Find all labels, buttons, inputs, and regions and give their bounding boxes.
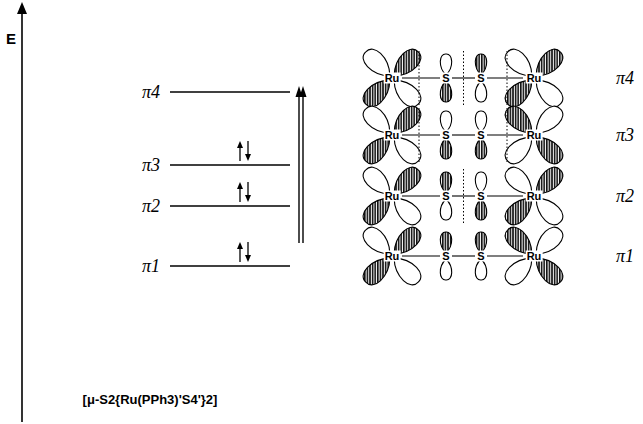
atom-label: S <box>476 191 485 202</box>
bond-line <box>487 134 523 135</box>
bond-line <box>402 255 440 256</box>
atom-label: Ru <box>384 251 401 262</box>
atom-label: S <box>441 191 450 202</box>
orbital-drawings <box>363 49 563 285</box>
orbital-lobe <box>440 259 451 280</box>
orbital-lobe <box>536 80 563 107</box>
orbital-lobe <box>475 138 486 159</box>
electron-arrows <box>237 141 251 262</box>
energy-levels <box>170 92 290 266</box>
level-label: π4 <box>142 83 160 101</box>
level-label: π1 <box>142 257 160 275</box>
orbital-label: π3 <box>616 126 634 144</box>
orbital-lobe <box>536 137 563 164</box>
orbital-lobe <box>505 198 532 225</box>
nodal-plane <box>463 169 464 223</box>
orbital-lobe <box>394 198 421 225</box>
orbital-lobe <box>363 258 390 285</box>
atom-label: S <box>476 130 485 141</box>
bond-line <box>402 134 440 135</box>
bond-line <box>452 255 475 256</box>
orbital-label: π4 <box>616 69 634 87</box>
spin-down-head <box>245 154 251 161</box>
orbital-lobe <box>505 80 532 107</box>
orbital-lobe <box>475 81 486 102</box>
atom-label: Ru <box>526 130 543 141</box>
orbital-label: π1 <box>616 247 634 265</box>
nodal-plane <box>507 108 508 162</box>
bond-line <box>487 77 523 78</box>
orbital-lobe <box>440 81 451 102</box>
bond-line <box>487 195 523 196</box>
orbital-lobe <box>536 258 563 285</box>
orbital-lobe <box>394 80 421 107</box>
orbital-lobe <box>363 80 390 107</box>
atom-label: Ru <box>384 191 401 202</box>
atom-label: Ru <box>526 73 543 84</box>
atom-label: S <box>476 251 485 262</box>
nodal-plane <box>419 108 420 162</box>
atom-label: S <box>441 73 450 84</box>
bond-line <box>487 255 523 256</box>
bond-line <box>452 195 475 196</box>
energy-axis <box>17 2 27 422</box>
atom-label: Ru <box>384 73 401 84</box>
orbital-lobe <box>363 198 390 225</box>
spin-up-head <box>237 141 243 148</box>
atom-label: Ru <box>526 191 543 202</box>
atom-label: Ru <box>526 251 543 262</box>
orbital-lobe <box>536 198 563 225</box>
orbital-lobe <box>363 137 390 164</box>
orbital-lobe <box>475 259 486 280</box>
orbital-lobe <box>394 258 421 285</box>
spin-down-head <box>245 195 251 202</box>
orbital-lobe <box>394 137 421 164</box>
level-label: π3 <box>142 156 160 174</box>
bond-line <box>452 134 475 135</box>
atom-label: S <box>476 73 485 84</box>
atom-label: S <box>441 251 450 262</box>
orbital-lobe <box>505 137 532 164</box>
orbital-lobe <box>505 258 532 285</box>
compound-formula: [μ-S2{Ru(PPh3)'S4'}2] <box>83 393 218 406</box>
bond-line <box>402 77 440 78</box>
nodal-plane <box>463 51 464 105</box>
orbital-lobe <box>440 199 451 220</box>
spin-up-head <box>237 182 243 189</box>
axis-label: E <box>6 31 16 46</box>
nodal-plane <box>419 51 420 105</box>
atom-label: S <box>441 130 450 141</box>
spin-up-head <box>237 242 243 249</box>
orbital-lobe <box>475 199 486 220</box>
orbital-label: π2 <box>616 187 634 205</box>
bond-line <box>402 195 440 196</box>
transition-arrow <box>296 86 307 243</box>
atom-label: Ru <box>384 130 401 141</box>
spin-down-head <box>245 255 251 262</box>
orbital-lobe <box>440 138 451 159</box>
bond-line <box>452 77 475 78</box>
nodal-plane <box>507 51 508 105</box>
level-label: π2 <box>142 197 160 215</box>
